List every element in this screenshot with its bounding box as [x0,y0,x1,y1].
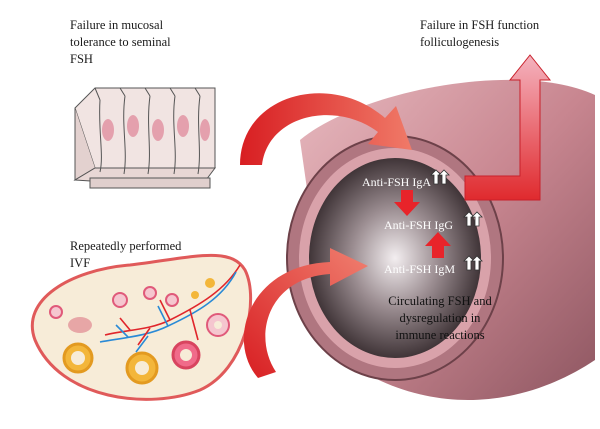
follicles [49,278,230,385]
antibody-label-igg: Anti-FSH IgG [384,218,454,232]
arrow-iga-to-igg [394,190,420,216]
label-circulating-fsh: Circulating FSH and dysregulation in imm… [388,294,492,342]
ovary-vessels [99,264,241,353]
label-mucosal-tolerance: Failure in mucosal tolerance to seminal … [70,18,171,66]
antibody-label-iga: Anti-FSH IgA [362,175,432,189]
ovary-illustration [30,253,253,401]
label-fsh-function: Failure in FSH function folliculogenesis [420,18,540,49]
vessel-lumen [309,158,481,358]
arrow-igm-to-igg [425,232,451,258]
increase-indicators [430,169,483,271]
arrow-to-fsh-function [464,54,552,201]
label-repeated-ivf: Repeatedly performed IVF [70,239,182,270]
arrow-mucosal-to-vessel [240,93,412,165]
antibody-label-igm: Anti-FSH IgM [384,262,456,276]
arrow-ivf-to-vessel [243,248,368,378]
epithelium-illustration [73,87,216,189]
